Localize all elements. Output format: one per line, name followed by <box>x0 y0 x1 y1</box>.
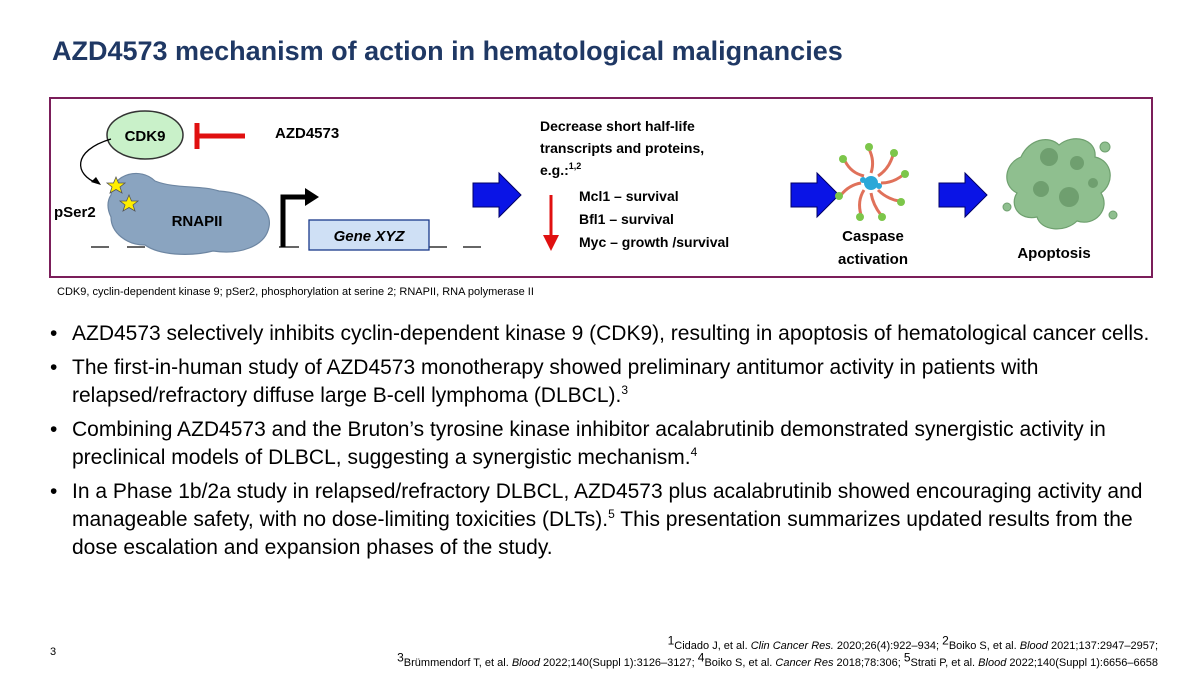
ref-number: 5 <box>903 650 911 665</box>
decrease-refs: 1,2 <box>569 161 582 171</box>
bullet-ref: 5 <box>608 507 615 521</box>
ref-number: 4 <box>697 650 705 665</box>
bullet-dot: • <box>50 418 58 441</box>
ref-journal: Cancer Res <box>775 657 834 669</box>
phosphorylation-arrowhead <box>91 177 101 185</box>
bullet-item: • AZD4573 selectively inhibits cyclin-dep… <box>50 320 1160 348</box>
target-item: Mcl1 – survival <box>579 188 679 204</box>
bullet-text: AZD4573 selectively inhibits cyclin-depe… <box>72 322 1150 345</box>
pser2-star-icon <box>118 193 140 212</box>
mechanism-diagram-frame <box>49 97 1153 278</box>
bullet-dot: • <box>50 356 58 379</box>
bullet-dot: • <box>50 322 58 345</box>
cdk9-node <box>106 110 184 160</box>
ref-journal: Blood <box>978 657 1007 669</box>
ref-journal: Blood <box>511 657 540 669</box>
decrease-line-1: Decrease short half-life <box>540 118 695 134</box>
ref-authors: Boiko S, et al. <box>948 640 1020 652</box>
caspase-icon <box>835 143 909 221</box>
ref-authors: Cidado J, et al. <box>674 640 751 652</box>
pser2-star-icon <box>105 175 127 194</box>
ref-citation: 2018;78:306; <box>833 657 904 669</box>
ref-number: 3 <box>397 650 404 665</box>
pser2-label: pSer2 <box>54 204 96 221</box>
transcription-start-arrow <box>280 194 305 247</box>
ref-citation: 2022;140(Suppl 1):6656–6658 <box>1006 657 1158 669</box>
ref-number: 1 <box>667 633 675 648</box>
target-item: Myc – growth /survival <box>579 234 729 250</box>
ref-authors: Strati P, et al. <box>910 657 979 669</box>
ref-citation: 2020;26(4):922–934; <box>833 640 943 652</box>
bullet-text: In a Phase 1b/2a study in relapsed/refra… <box>72 480 1143 531</box>
page-number: 3 <box>50 646 57 658</box>
apoptosis-label: Apoptosis <box>1017 245 1090 262</box>
rnapii-node <box>107 172 270 255</box>
ref-journal: Blood <box>1019 640 1048 652</box>
slide-title: AZD4573 mechanism of action in hematolog… <box>52 36 843 66</box>
phosphorylation-arrow <box>80 138 112 184</box>
caspase-label-2: activation <box>838 251 908 268</box>
ref-number: 2 <box>942 633 949 648</box>
mechanism-diagram: CDK9 AZD4573 RNAPII pSer2 Gene XYZ Decre… <box>54 110 1118 268</box>
apoptotic-cell-icon <box>1002 138 1118 230</box>
bullet-item: • The first-in-human study of AZD4573 mon… <box>50 354 1160 410</box>
flow-arrow-icon <box>472 171 522 219</box>
abbreviations-footnote: CDK9, cyclin-dependent kinase 9; pSer2, … <box>57 286 534 298</box>
flow-arrow-icon <box>790 171 840 219</box>
ref-authors: Boiko S, et al. <box>704 657 776 669</box>
references: 1Cidado J, et al. Clin Cancer Res. 2020;… <box>397 634 1158 672</box>
ref-citation: 2022;140(Suppl 1):3126–3127; <box>539 657 698 669</box>
references-line-1: 1Cidado J, et al. Clin Cancer Res. 2020;… <box>397 634 1158 655</box>
decrease-line-2: transcripts and proteins, <box>540 140 704 156</box>
ref-authors: Brümmendorf T, et al. <box>403 657 512 669</box>
caspase-label-1: Caspase <box>842 228 904 245</box>
bullet-item: • In a Phase 1b/2a study in relapsed/refr… <box>50 478 1160 562</box>
bullet-ref: 4 <box>690 445 698 459</box>
decrease-line-3: e.g.:1,2 <box>540 161 581 178</box>
bullet-text-tail: This presentation summarizes updated res… <box>72 508 1133 559</box>
rnapii-label: RNAPII <box>172 213 223 230</box>
bullet-ref: 3 <box>621 383 629 397</box>
cdk9-label: CDK9 <box>125 128 166 145</box>
transcription-start-arrowhead <box>305 188 319 206</box>
gene-box <box>308 219 430 251</box>
flow-arrow-icon <box>938 171 988 219</box>
azd4573-label: AZD4573 <box>275 125 339 142</box>
decrease-arrowhead <box>543 235 559 251</box>
bullet-list: • AZD4573 selectively inhibits cyclin-dep… <box>50 320 1160 568</box>
target-item: Bfl1 – survival <box>579 211 674 227</box>
ref-journal: Clin Cancer Res. <box>750 640 834 652</box>
bullet-text: Combining AZD4573 and the Bruton’s tyros… <box>72 418 1106 469</box>
gene-label: Gene XYZ <box>334 228 406 245</box>
decrease-eg: e.g.: <box>540 162 569 178</box>
bullet-dot: • <box>50 480 58 503</box>
references-line-2: 3Brümmendorf T, et al. Blood 2022;140(Su… <box>397 651 1158 672</box>
bullet-item: • Combining AZD4573 and the Bruton’s tyro… <box>50 416 1160 472</box>
ref-citation: 2021;137:2947–2957; <box>1047 640 1158 652</box>
bullet-text: The first-in-human study of AZD4573 mono… <box>72 356 1039 407</box>
